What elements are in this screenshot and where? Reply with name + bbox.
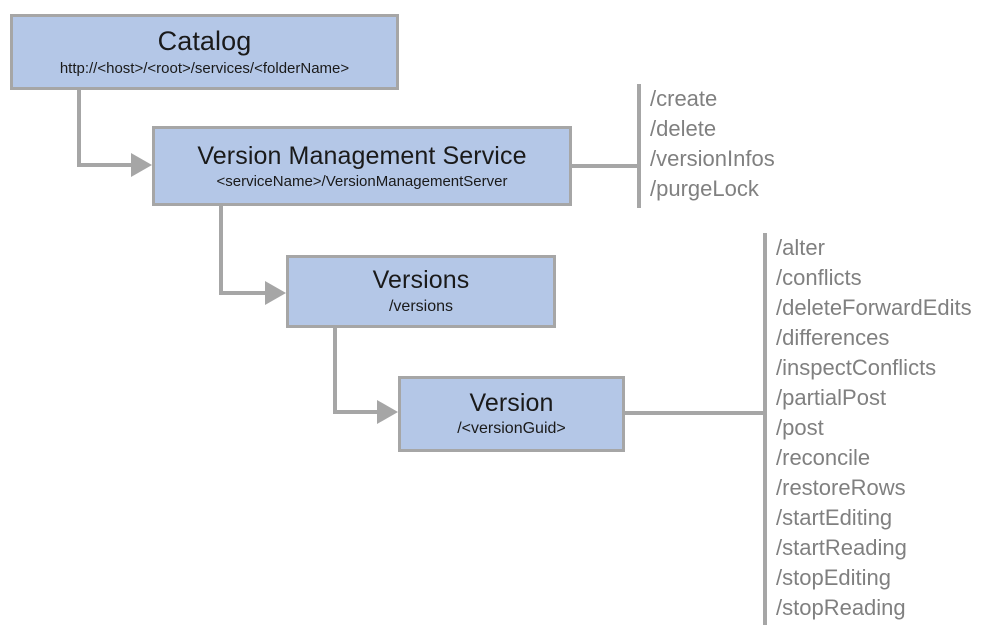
operation-item[interactable]: /startReading — [776, 535, 907, 560]
operation-item[interactable]: /startEditing — [776, 505, 893, 530]
operations-bar-version — [763, 233, 767, 625]
node-version-subtitle: /<versionGuid> — [457, 420, 566, 438]
connector-vms-to-versions-horizontal — [219, 291, 267, 295]
node-version[interactable]: Version /<versionGuid> — [398, 376, 625, 452]
operation-item[interactable]: /delete — [650, 116, 717, 141]
operations-list-vms: /create /delete /versionInfos /purgeLock — [650, 84, 775, 204]
connector-vms-to-versions-vertical — [219, 206, 223, 295]
node-catalog-subtitle: http://<host>/<root>/services/<folderNam… — [59, 59, 350, 77]
connector-version-to-operations — [625, 411, 767, 415]
operation-item[interactable]: /stopEditing — [776, 565, 891, 590]
node-vms-title: Version Management Service — [197, 141, 527, 170]
operation-item[interactable]: /partialPost — [776, 385, 887, 410]
node-versions[interactable]: Versions /versions — [286, 255, 556, 328]
node-catalog-title: Catalog — [157, 26, 252, 57]
connector-vms-to-operations — [572, 164, 641, 168]
connector-catalog-to-vms-horizontal — [77, 163, 133, 167]
operation-item[interactable]: /stopReading — [776, 595, 906, 620]
operations-list-version: /alter /conflicts /deleteForwardEdits /d… — [776, 233, 972, 623]
connector-versions-to-version-horizontal — [333, 410, 379, 414]
arrowhead-vms-to-versions — [265, 281, 286, 305]
operation-item[interactable]: /inspectConflicts — [776, 355, 937, 380]
operation-item[interactable]: /versionInfos — [650, 146, 775, 171]
operation-item[interactable]: /deleteForwardEdits — [776, 295, 972, 320]
operation-item[interactable]: /restoreRows — [776, 475, 906, 500]
node-versions-title: Versions — [372, 266, 470, 295]
node-vms-subtitle: <serviceName>/VersionManagementServer — [216, 172, 508, 190]
operations-bar-vms — [637, 84, 641, 208]
operation-item[interactable]: /reconcile — [776, 445, 871, 470]
operation-item[interactable]: /conflicts — [776, 265, 862, 290]
operations-group-version: /alter /conflicts /deleteForwardEdits /d… — [763, 233, 993, 625]
operation-item[interactable]: /purgeLock — [650, 176, 759, 201]
operation-item[interactable]: /differences — [776, 325, 890, 350]
operation-item[interactable]: /create — [650, 86, 718, 111]
operation-item[interactable]: /post — [776, 415, 824, 440]
node-catalog[interactable]: Catalog http://<host>/<root>/services/<f… — [10, 14, 399, 90]
node-version-management-service[interactable]: Version Management Service <serviceName>… — [152, 126, 572, 206]
operations-group-vms: /create /delete /versionInfos /purgeLock — [637, 84, 837, 208]
arrowhead-catalog-to-vms — [131, 153, 152, 177]
connector-versions-to-version-vertical — [333, 328, 337, 414]
connector-catalog-to-vms-vertical — [77, 90, 81, 167]
arrowhead-versions-to-version — [377, 400, 398, 424]
node-version-title: Version — [469, 388, 554, 417]
node-versions-subtitle: /versions — [388, 297, 454, 315]
operation-item[interactable]: /alter — [776, 235, 825, 260]
